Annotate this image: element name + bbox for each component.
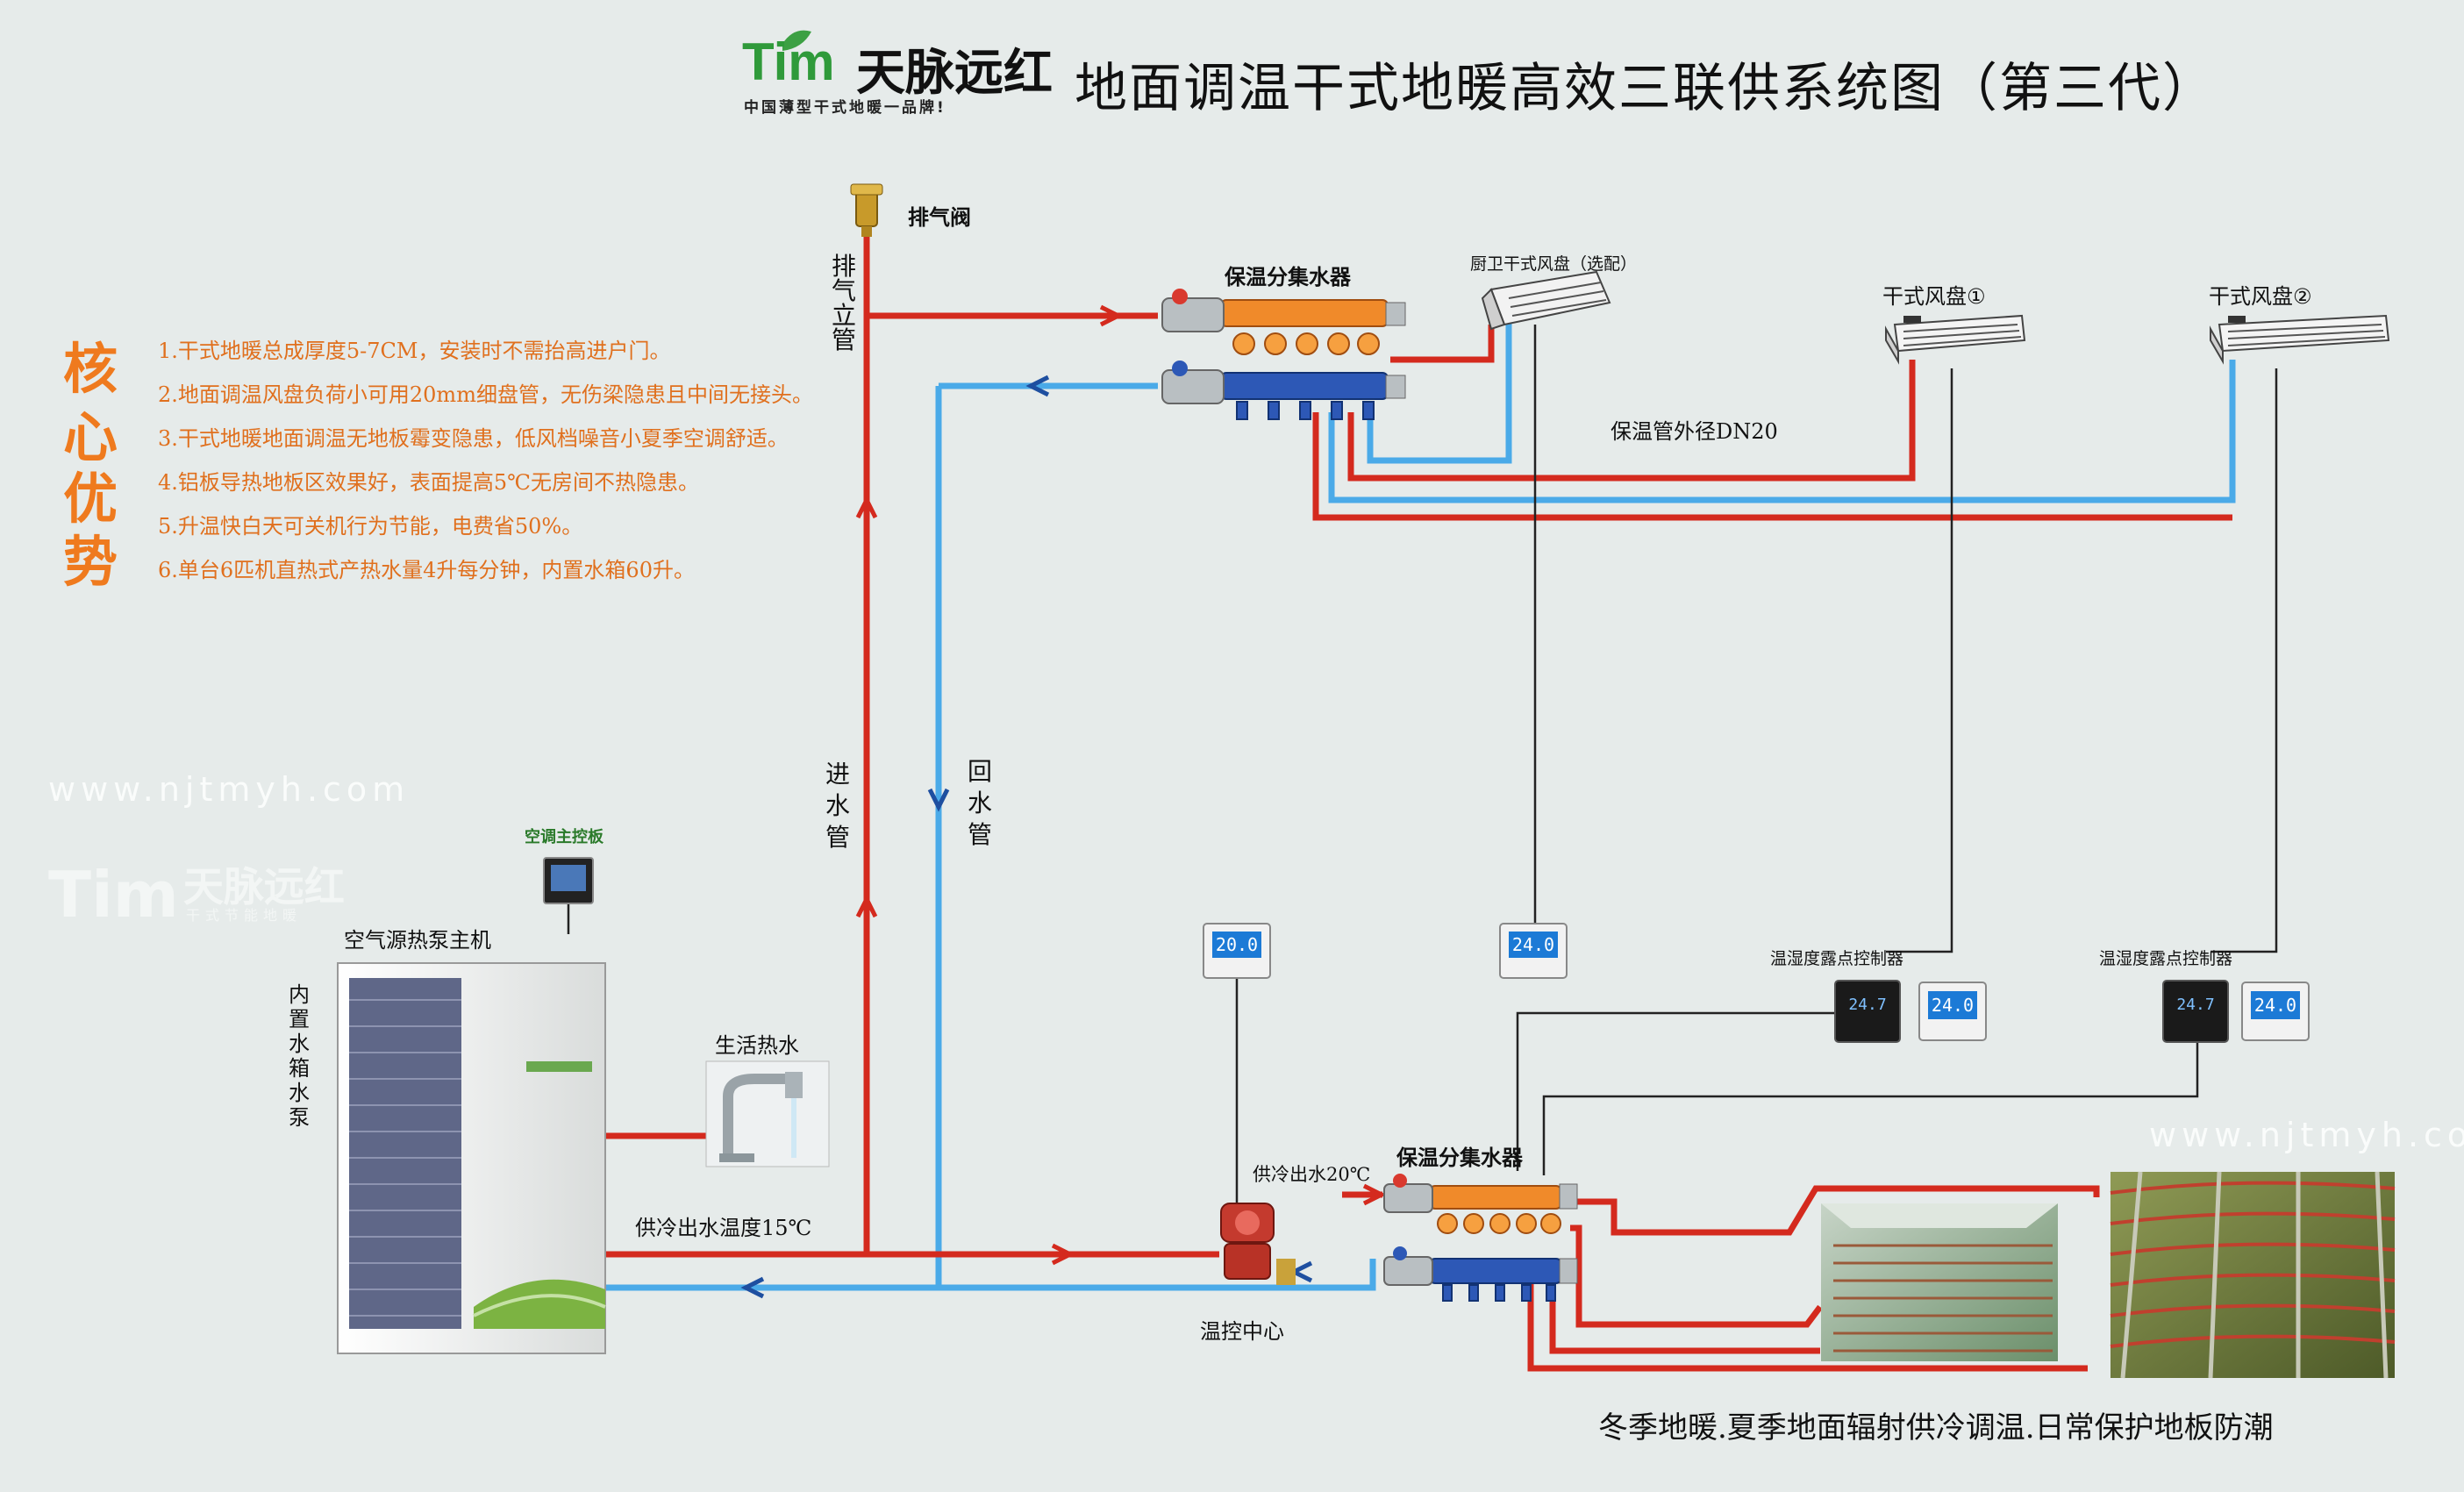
label-hot-water: 生活热水 — [715, 1033, 799, 1058]
footer-caption: 冬季地暖.夏季地面辐射供冷调温.日常保护地板防潮 — [1598, 1410, 2274, 1446]
label-exhaust-riser: 排气立管 — [831, 252, 856, 354]
label-exhaust-valve: 排气阀 — [908, 205, 971, 230]
advantage-item: 1.干式地暖总成厚度5-7CM，安装时不需抬高进户门。 — [158, 339, 671, 363]
floor-photo-1 — [1821, 1203, 2058, 1361]
label-dew-controller-2: 温湿度露点控制器 — [2099, 949, 2233, 968]
label-fan-coil-1: 干式风盘① — [1882, 284, 1986, 309]
thermostat-1-icon — [1203, 923, 1271, 979]
exhaust-valve-icon — [850, 183, 883, 237]
dew-controller-1-icon — [1834, 980, 1901, 1043]
label-return-pipe: 回水管 — [967, 757, 992, 849]
advantage-item: 2.地面调温风盘负荷小可用20mm细盘管，无伤梁隐患且中间无接头。 — [158, 382, 813, 407]
advantage-item: 4.铝板导热地板区效果好，表面提高5℃无房间不热隐患。 — [158, 470, 700, 495]
page-title: 地面调温干式地暖高效三联供系统图（第三代） — [1075, 58, 2217, 119]
label-pipe-dn: 保温管外径DN20 — [1611, 419, 1778, 444]
logo: Tim — [742, 32, 835, 92]
thermostat-3-icon — [1918, 982, 1987, 1041]
dew-controller-2-readout: 24.7 — [2176, 996, 2215, 1014]
label-cool-out-15: 供冷出水温度15℃ — [635, 1216, 812, 1240]
signal-wires — [567, 325, 2278, 1219]
label-heat-pump: 空气源热泵主机 — [344, 928, 491, 953]
label-tank-pump: 内置水箱 水泵 — [289, 982, 310, 1130]
label-manifold-bottom: 保温分集水器 — [1396, 1146, 1523, 1170]
thermostat-1-readout: 20.0 — [1215, 934, 1259, 955]
thermostat-2-readout: 24.0 — [1511, 934, 1555, 955]
bottom-manifold — [1383, 1174, 1578, 1302]
logo-brand: 天脉远红 — [856, 45, 1053, 102]
dew-controller-2-icon — [2162, 980, 2229, 1043]
advantages-heading-char: 心 — [63, 405, 118, 469]
thermostat-4-readout: 24.0 — [2253, 995, 2297, 1016]
top-manifold — [1161, 289, 1406, 420]
fan-coil-2-icon — [2210, 314, 2390, 365]
label-cool-out-20: 供冷出水20℃ — [1253, 1164, 1371, 1185]
thermostat-4-icon — [2241, 982, 2310, 1041]
advantage-item: 5.升温快白天可关机行为节能，电费省50%。 — [158, 514, 583, 539]
logo-slogan: 中国薄型干式地暖一品牌! — [744, 99, 946, 117]
logo-leaf-icon — [782, 30, 811, 51]
label-temp-center: 温控中心 — [1200, 1319, 1284, 1344]
label-ac-panel: 空调主控板 — [525, 828, 604, 846]
watermark-logo-sub: 干式节能地暖 — [186, 907, 303, 924]
hot-water-faucet-icon — [705, 1060, 830, 1167]
watermark-logo-brand: 天脉远红 — [182, 863, 345, 910]
label-inlet-pipe: 进水管 — [825, 760, 850, 852]
advantage-item: 3.干式地暖地面调温无地板霉变隐患，低风档噪音小夏季空调舒适。 — [158, 426, 789, 451]
advantages-heading-char: 核 — [63, 337, 118, 401]
watermark-logo: Tim 天脉远红 — [48, 855, 345, 932]
watermark-logo-mark: Tim — [48, 858, 179, 932]
advantages-heading-char: 势 — [63, 530, 118, 594]
label-dew-controller-1: 温湿度露点控制器 — [1770, 949, 1904, 968]
dew-controller-1-readout: 24.7 — [1848, 996, 1887, 1014]
supply-pipes — [605, 228, 2232, 1372]
heat-pump-unit-icon — [337, 962, 606, 1354]
kitchen-fan-coil-icon — [1481, 270, 1611, 331]
label-manifold-top: 保温分集水器 — [1225, 265, 1351, 289]
advantage-item: 6.单台6匹机直热式产热水量4升每分钟，内置水箱60升。 — [158, 558, 695, 582]
label-kitchen-fan: 厨卫干式风盘（选配） — [1470, 254, 1638, 274]
label-fan-coil-2: 干式风盘② — [2209, 284, 2312, 309]
fan-coil-1-icon — [1885, 314, 2026, 365]
ac-control-panel-icon — [543, 857, 594, 904]
watermark-url-right: www.njtmyh.com — [2149, 1116, 2464, 1154]
logo-mark: Tim — [742, 32, 835, 91]
circulation-pump-icon — [1220, 1203, 1296, 1285]
advantages-heading-char: 优 — [63, 467, 118, 531]
floor-photo-2 — [2110, 1171, 2396, 1379]
watermark-url-left: www.njtmyh.com — [48, 770, 411, 809]
thermostat-3-readout: 24.0 — [1931, 995, 1975, 1016]
thermostat-2-icon — [1499, 923, 1568, 979]
